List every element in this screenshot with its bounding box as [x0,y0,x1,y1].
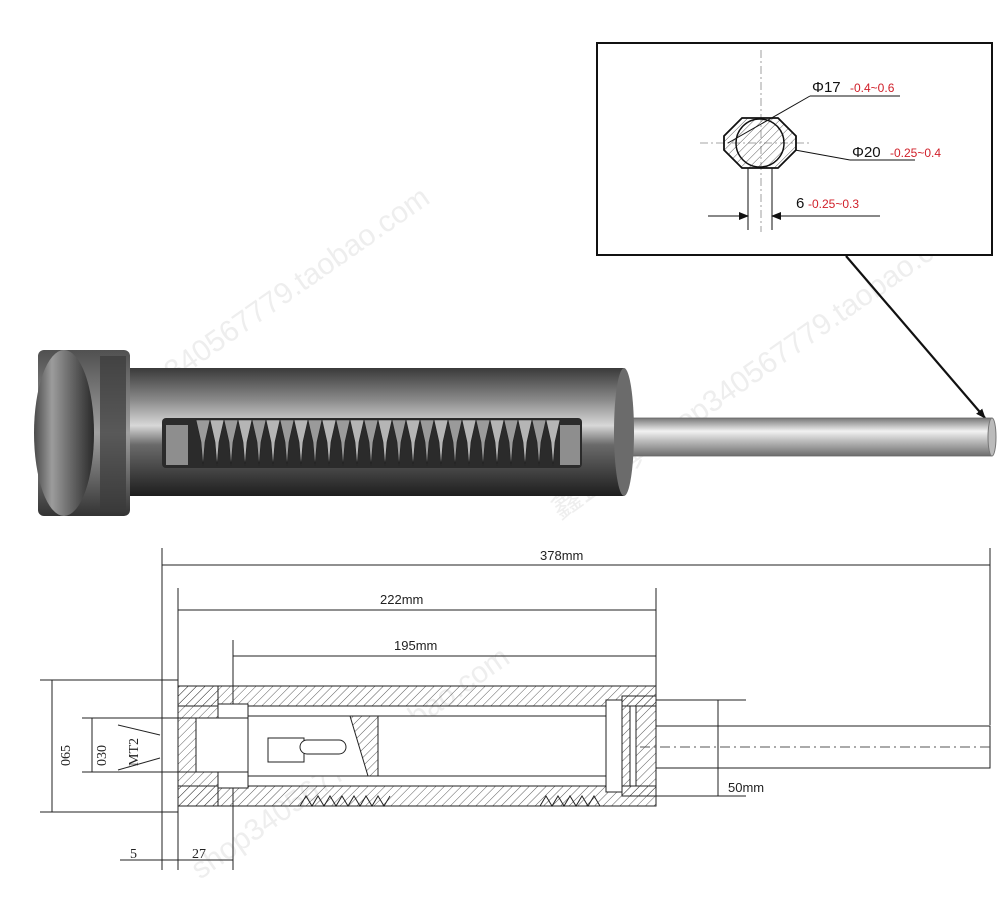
detail-inset: Φ17 -0.4~0.6 Φ20 -0.25~0.4 6 -0.25~0.3 [596,42,993,256]
rack-tooth [545,419,561,467]
rack-tooth [321,419,337,467]
phi20-label: Φ20 [852,144,881,161]
rack-teeth [195,419,561,467]
detail-pointer-arrow [845,255,986,419]
rack-tooth [279,419,295,467]
rack-tooth [237,419,253,467]
rack-tooth [531,419,547,467]
rack-tooth [475,419,491,467]
rack-tooth [377,419,393,467]
rack-tooth [363,419,379,467]
spline-cross-section [723,117,797,169]
six-label: 6 [796,195,804,212]
dim-overall-length: 378mm [540,548,583,563]
dim-222: 222mm [380,592,423,607]
rack-tooth [419,419,435,467]
rack-tooth [503,419,519,467]
phi20-tolerance: -0.25~0.4 [890,146,941,160]
rack-tooth [195,419,211,467]
rack-tooth [209,419,225,467]
six-tolerance: -0.25~0.3 [808,197,859,211]
rack-tooth [307,419,323,467]
rack-tooth [265,419,281,467]
dim-morse-taper: MT2 [127,738,142,766]
rack-tooth [517,419,533,467]
phi17-label: Φ17 [812,79,841,96]
product-illustration [34,350,997,516]
phi17-tolerance: -0.4~0.6 [850,81,895,95]
dim-195: 195mm [394,638,437,653]
rack-tooth [349,419,365,467]
rack-tooth [391,419,407,467]
rack-tooth [223,419,239,467]
rack-tooth [251,419,267,467]
rack-tooth [489,419,505,467]
sectional-drawing [40,548,994,870]
dim-rod-diameter: 50mm [728,780,764,795]
rack-tooth [461,419,477,467]
dim-diameter-65: 065 [59,745,74,766]
rack-tooth [433,419,449,467]
rack-tooth [335,419,351,467]
dim-width-27: 27 [192,847,206,862]
rack-tooth [405,419,421,467]
spindle-rod [609,417,993,457]
dim-diameter-30: 030 [95,745,110,766]
dim-width-5: 5 [130,847,137,862]
rack-tooth [447,419,463,467]
rack-tooth [293,419,309,467]
